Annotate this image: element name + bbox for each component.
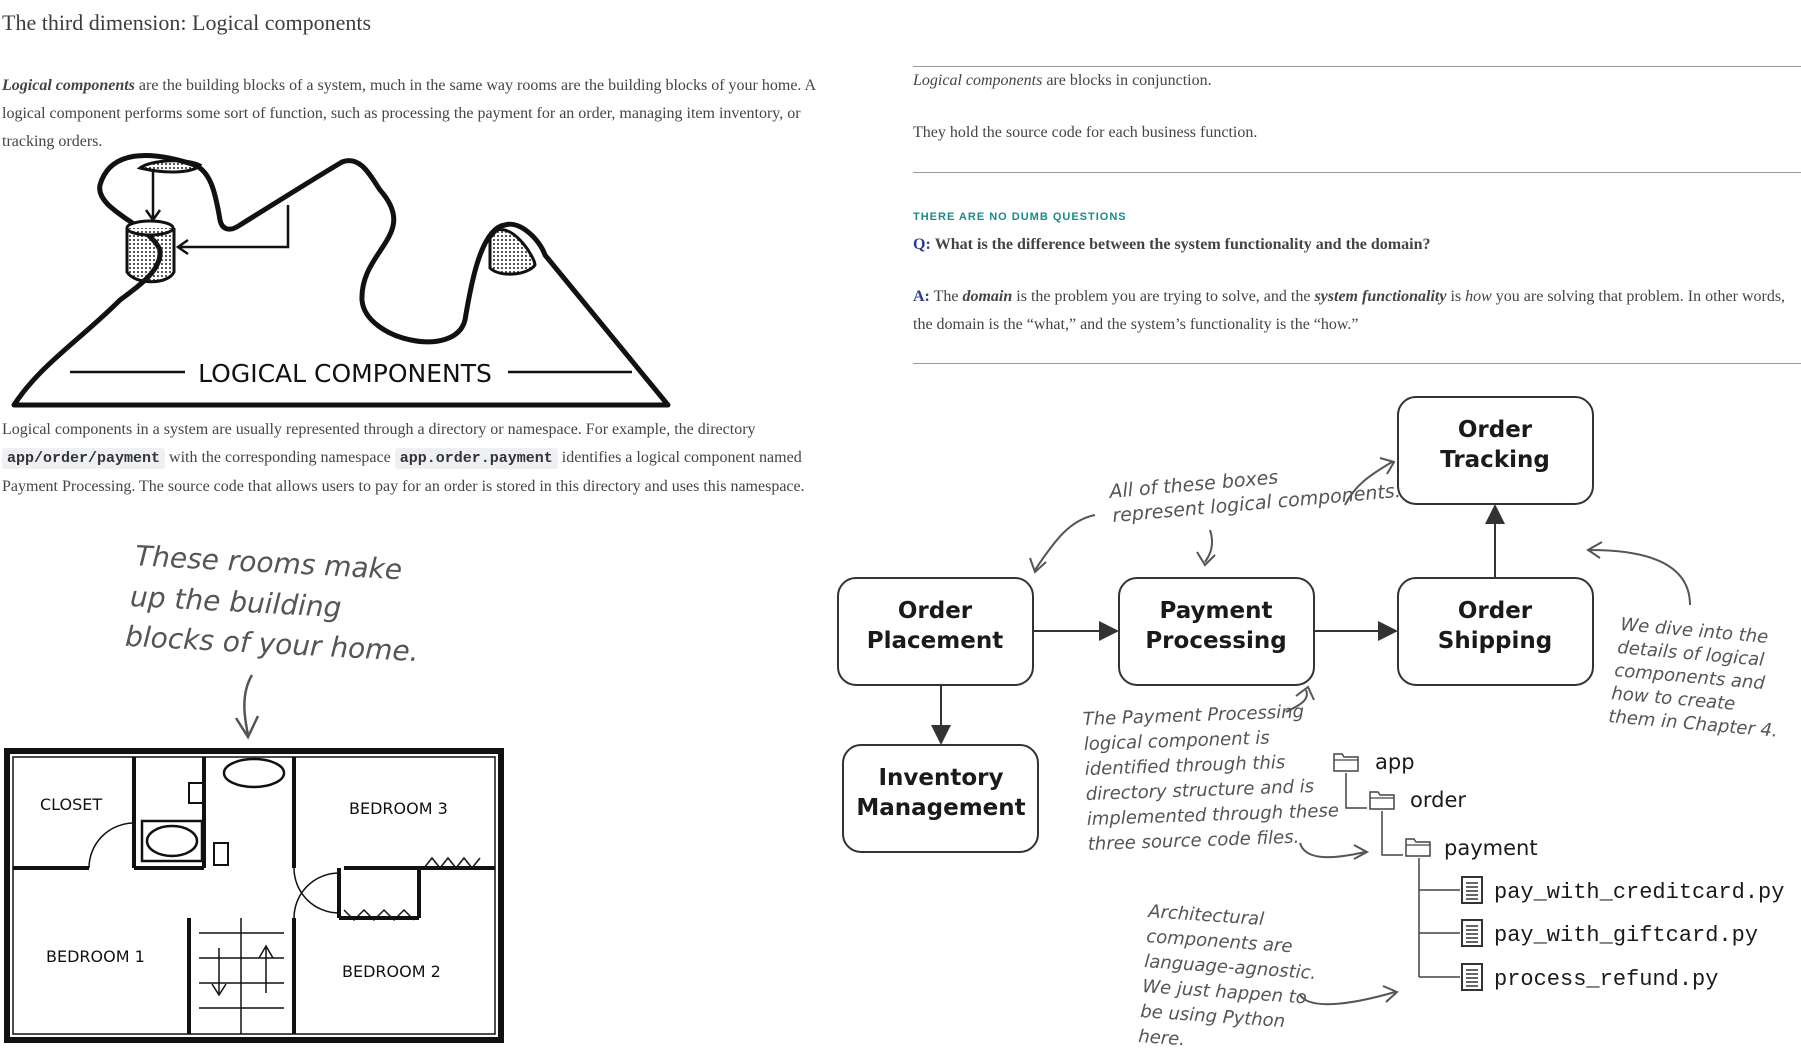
tree-order: order	[1410, 788, 1466, 812]
box-order-shipping: Order Shipping	[1397, 577, 1594, 686]
note-language-line-6: here.	[1138, 1026, 1186, 1050]
sketch-label: LOGICAL COMPONENTS	[198, 359, 492, 388]
directory-code: app/order/payment	[2, 448, 166, 469]
order-placement-line-2: Placement	[867, 628, 1003, 654]
file-icon	[1461, 963, 1483, 991]
logical-components-sketch: LOGICAL COMPONENTS	[11, 153, 671, 408]
note-payment-line-5: implemented through these	[1086, 800, 1339, 830]
namespace-text-1: Logical components in a system are usual…	[2, 421, 756, 438]
note-payment-line-3: identified through this	[1084, 752, 1285, 780]
note-chapter-arrow	[1586, 541, 1691, 606]
folder-icon	[1369, 791, 1395, 810]
tree-file-creditcard: pay_with_creditcard.py	[1494, 880, 1784, 905]
order-placement-line-1: Order	[898, 598, 973, 624]
note-chapter-line-5: them in Chapter 4.	[1608, 706, 1779, 742]
rooms-arrow	[234, 674, 260, 740]
sidebar-rest: are blocks in conjunction.	[1042, 72, 1212, 89]
answer-text-4: you are solving that problem. In other w…	[913, 288, 1786, 333]
floor-plan: CLOSET BEDROOM 3 BEDROOM 1 BEDROOM 2	[4, 748, 504, 1043]
page-title: The third dimension: Logical components	[2, 10, 372, 35]
note-arrow-right	[1344, 457, 1396, 506]
note-payment-line-4: directory structure and is	[1085, 776, 1314, 805]
answer-text-2: is the problem you are trying to solve, …	[1012, 288, 1315, 305]
bedroom3-label: BEDROOM 3	[349, 799, 448, 818]
namespace-code: app.order.payment	[394, 448, 558, 469]
order-tracking-line-2: Tracking	[1440, 447, 1550, 473]
intro-paragraph: Logical components are the building bloc…	[2, 72, 817, 156]
namespace-paragraph: Logical components in a system are usual…	[2, 416, 817, 501]
file-icon	[1461, 876, 1483, 904]
tree-file-giftcard: pay_with_giftcard.py	[1494, 923, 1758, 948]
sidebar-term: Logical components	[913, 72, 1043, 89]
namespace-text-2: with the corresponding namespace	[165, 449, 395, 466]
answer-text-3: is	[1446, 288, 1466, 305]
note-payment-line-6: three source code files.	[1087, 827, 1299, 855]
q-label: Q:	[913, 236, 931, 253]
box-order-placement: Order Placement	[837, 577, 1034, 686]
namespace-text-3: identifies a logical component named Pay…	[2, 449, 805, 495]
bedroom1-label: BEDROOM 1	[46, 947, 145, 966]
sidebar-line-2: They hold the source code for each busin…	[913, 124, 1258, 141]
inventory-management-line-2: Management	[856, 795, 1025, 821]
box-payment-processing: Payment Processing	[1118, 577, 1315, 686]
tree-file-refund: process_refund.py	[1494, 967, 1718, 992]
answer-term-domain: domain	[962, 288, 1013, 305]
bedroom2-label: BEDROOM 2	[342, 962, 441, 981]
divider	[913, 172, 1801, 173]
note-payment-arrow-tree	[1299, 842, 1370, 860]
order-tracking-line-1: Order	[1458, 417, 1533, 443]
box-order-tracking: Order Tracking	[1397, 396, 1594, 505]
note-arrow-left	[1029, 514, 1096, 574]
tree-payment: payment	[1444, 836, 1538, 860]
folder-icon	[1333, 753, 1359, 772]
question-text: What is the difference between the syste…	[934, 236, 1431, 253]
logical-components-diagram: Order Tracking Order Placement Payment P…	[837, 396, 1784, 1050]
rooms-note-line-1: These rooms make	[134, 539, 403, 586]
order-shipping-line-2: Shipping	[1438, 628, 1552, 654]
file-icon	[1461, 919, 1483, 947]
note-language-arrow	[1299, 985, 1399, 1006]
note-payment-arrow-up	[1285, 685, 1315, 713]
payment-processing-line-1: Payment	[1160, 598, 1273, 624]
sidebar-line-1: Logical components are blocks in conjunc…	[913, 72, 1212, 90]
rooms-note-line-3: blocks of your home.	[124, 620, 419, 668]
order-shipping-line-1: Order	[1458, 598, 1533, 624]
rooms-note-line-2: up the building	[129, 580, 342, 624]
answer-how: how	[1465, 288, 1492, 305]
a-label: A:	[913, 288, 930, 305]
note-payment-line-2: logical component is	[1083, 728, 1270, 755]
ndq-answer: A: The domain is the problem you are try…	[913, 283, 1801, 339]
note-arrow-down	[1196, 529, 1216, 567]
folder-icon	[1405, 838, 1431, 857]
ndq-question: Q: What is the difference between the sy…	[913, 231, 1801, 259]
divider	[913, 66, 1801, 67]
ndq-heading: THERE ARE NO DUMB QUESTIONS	[913, 211, 1127, 223]
note-language-line-1: Architectural	[1147, 901, 1265, 930]
note-payment-line-1: The Payment Processing	[1082, 701, 1304, 730]
answer-text-1: The	[929, 288, 963, 305]
payment-processing-line-2: Processing	[1145, 628, 1286, 654]
tree-app: app	[1375, 750, 1415, 774]
divider	[913, 363, 1801, 364]
box-inventory-management: Inventory Management	[842, 744, 1039, 853]
closet-label: CLOSET	[40, 795, 102, 814]
rooms-note: These rooms make up the building blocks …	[124, 539, 419, 740]
intro-text: are the building blocks of a system, muc…	[2, 77, 816, 150]
answer-term-functionality: system functionality	[1314, 288, 1447, 305]
directory-tree: app order payment pay_with_creditcard.py…	[1333, 750, 1784, 992]
inventory-management-line-1: Inventory	[878, 765, 1003, 791]
intro-term: Logical components	[2, 77, 135, 94]
